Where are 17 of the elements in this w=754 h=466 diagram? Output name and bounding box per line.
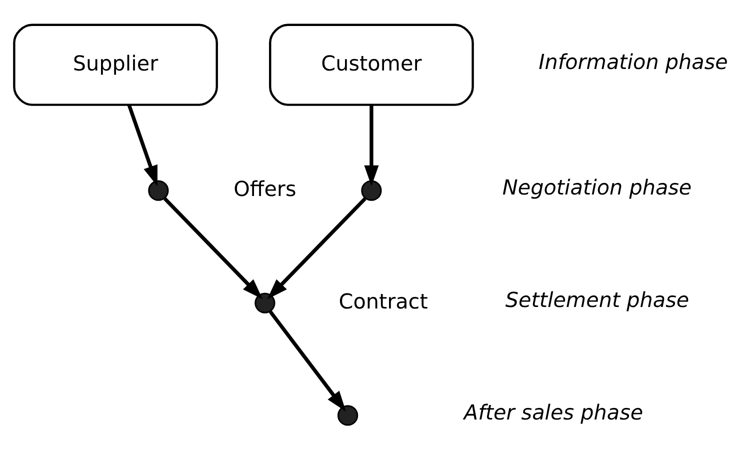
arrow (267, 196, 366, 299)
node-box: Supplier (13, 23, 218, 106)
node-circle (254, 292, 276, 313)
label: Offers (234, 176, 296, 201)
node-box: Customer (269, 23, 474, 106)
node-circle (148, 180, 169, 200)
label: Information phase (538, 49, 728, 74)
label: Settlement phase (505, 288, 690, 312)
arrow (163, 196, 263, 299)
label: After sales phase (464, 400, 644, 424)
arrow (364, 104, 379, 186)
node-label: Contract (338, 289, 428, 313)
node-circle (361, 180, 382, 200)
node-circle (337, 404, 358, 426)
arrow (268, 310, 346, 412)
arrow (127, 104, 158, 186)
label: Negotiation phase (502, 175, 692, 200)
